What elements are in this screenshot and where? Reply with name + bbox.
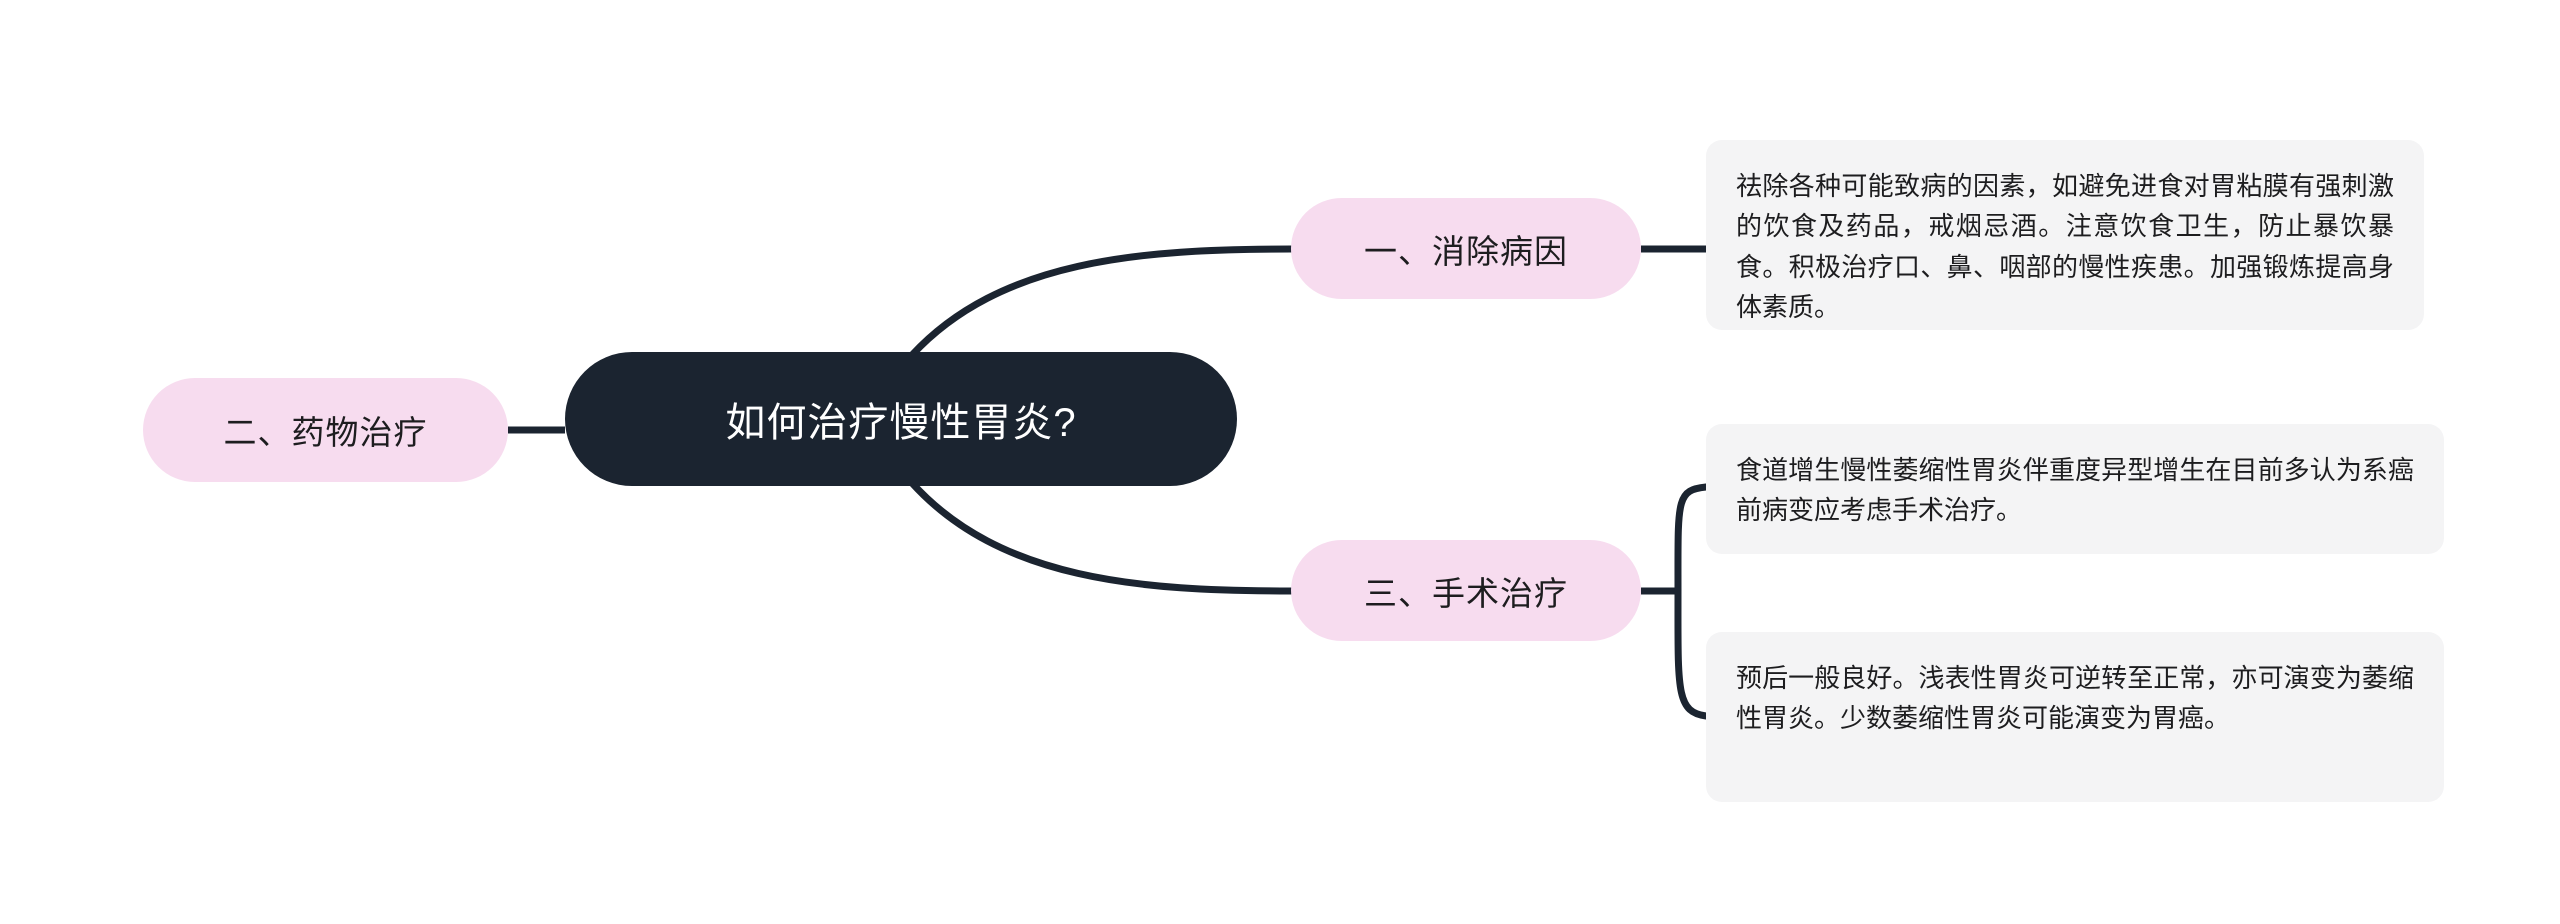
leaf-note-surgery-indication[interactable]: 食道增生慢性萎缩性胃炎伴重度异型增生在目前多认为系癌前病变应考虑手术治疗。 [1706,424,2444,554]
leaf-note-surgery-indication-text: 食道增生慢性萎缩性胃炎伴重度异型增生在目前多认为系癌前病变应考虑手术治疗。 [1736,455,2414,526]
branch-node-drug-therapy-label: 二、药物治疗 [223,414,428,451]
branch-node-drug-therapy[interactable]: 二、药物治疗 [143,378,508,482]
central-topic-node[interactable]: 如何治疗慢性胃炎? [565,352,1237,486]
leaf-note-prognosis[interactable]: 预后一般良好。浅表性胃炎可逆转至正常，亦可演变为萎缩性胃炎。少数萎缩性胃炎可能演… [1706,632,2444,802]
branch-node-eliminate-cause-label: 一、消除病因 [1364,232,1568,270]
branch-node-surgical-therapy[interactable]: 三、手术治疗 [1291,540,1641,641]
leaf-note-eliminate-cause[interactable]: 祛除各种可能致病的因素，如避免进食对胃粘膜有强刺激的饮食及药品，戒烟忌酒。注意饮… [1706,140,2424,330]
connector-central-to-right-bottom [908,479,1295,595]
branch-node-surgical-therapy-label: 三、手术治疗 [1364,574,1568,612]
leaf-note-prognosis-text: 预后一般良好。浅表性胃炎可逆转至正常，亦可演变为萎缩性胃炎。少数萎缩性胃炎可能演… [1736,663,2414,734]
connector-central-to-right-top [908,245,1295,359]
connector-bracket-lower [1674,587,1710,720]
leaf-note-eliminate-cause-text: 祛除各种可能致病的因素，如避免进食对胃粘膜有强刺激的饮食及药品，戒烟忌酒。注意饮… [1736,171,2394,322]
central-topic-label: 如何治疗慢性胃炎? [725,401,1077,445]
branch-node-eliminate-cause[interactable]: 一、消除病因 [1291,198,1641,299]
connector-bracket-upper [1674,483,1710,595]
